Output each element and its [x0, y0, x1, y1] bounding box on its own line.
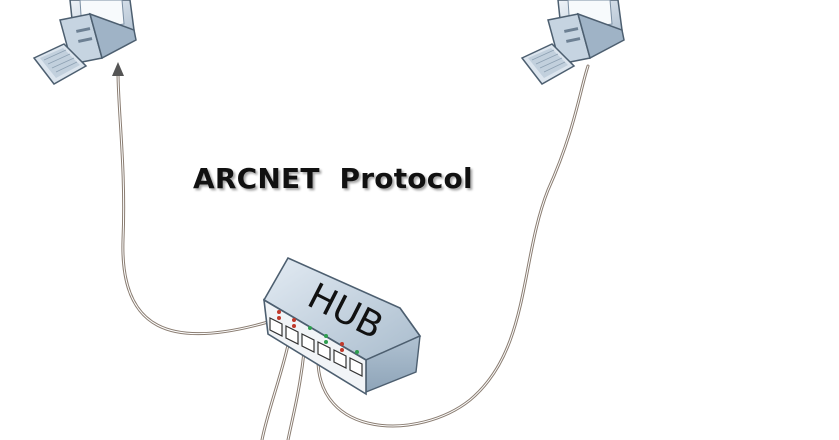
diagram-title: ARCNET Protocol	[193, 162, 473, 195]
cable-left-computer	[116, 70, 270, 336]
cable-group	[112, 62, 590, 440]
hub-ports	[269, 317, 363, 377]
desktop-computer-icon	[32, 0, 137, 85]
desktop-computer-icon	[520, 0, 625, 85]
network-hub-icon: HUB	[262, 256, 422, 396]
cable-left-arrow-icon	[112, 62, 124, 76]
hub-leds	[277, 310, 359, 354]
